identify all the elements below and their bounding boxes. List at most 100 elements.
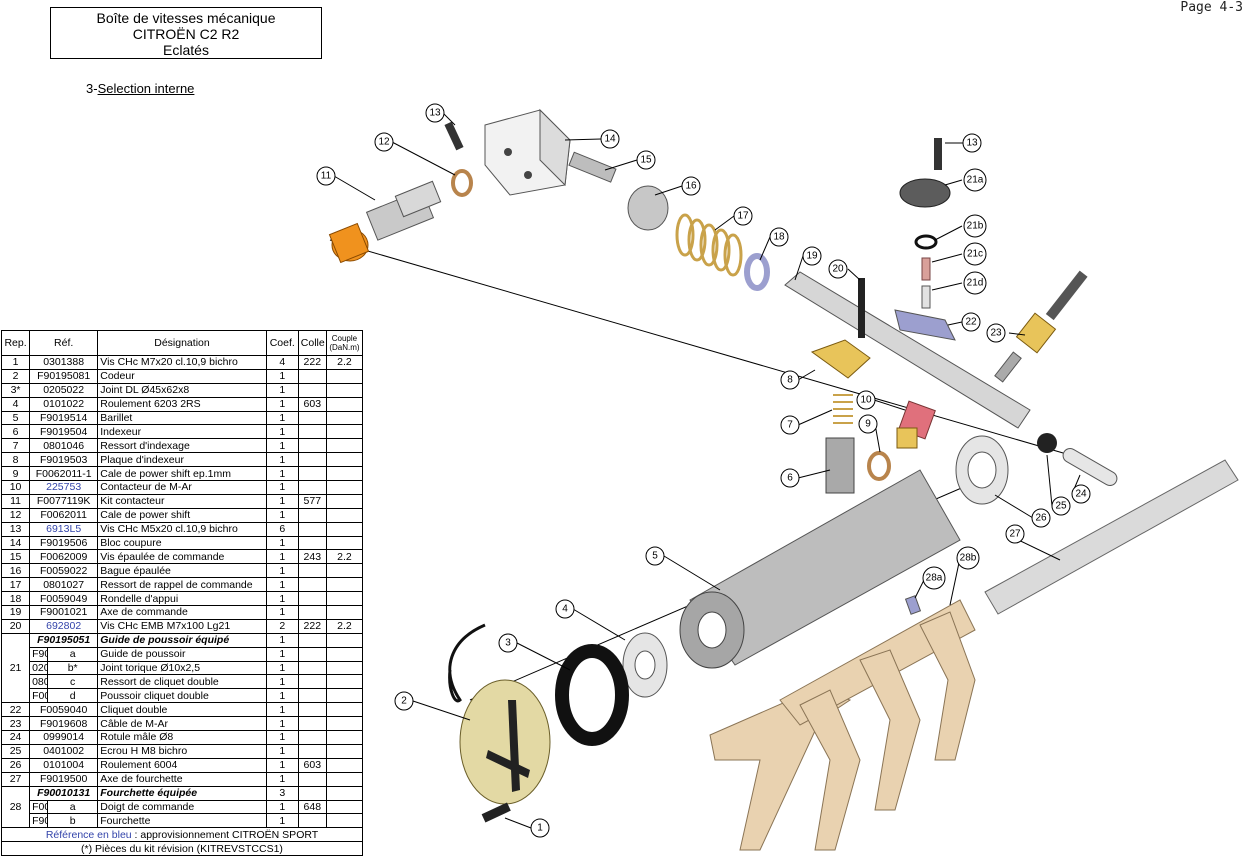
cell-coef: 1 [265,743,299,759]
cell-colle: 603 [297,396,327,412]
callout-23: 23 [990,328,1002,339]
cell-ref: F0077120 [29,799,49,815]
cell-colle: 222 [297,618,327,634]
section-heading: 3-Selection interne [86,81,194,96]
cell-designation: Cale de power shift [97,507,267,523]
header-rep: Rep. [0,330,31,356]
cell-couple [325,743,364,759]
cell-couple: 2.2 [325,355,364,370]
part-vis-m5-b [934,138,942,170]
part-doigt-commande [904,595,922,615]
cell-sub: d [47,688,99,704]
part-cable-m-ar [994,270,1088,383]
cell-ref: 0801046 [29,438,99,454]
cell-designation: Rondelle d'appui [97,591,267,607]
part-guide-poussoir [899,178,951,208]
part-barillet [679,469,961,669]
callout-6: 6 [787,473,793,484]
cell-couple [325,368,364,384]
cell-designation: Câble de M-Ar [97,716,267,732]
cell-designation: Ecrou H M8 bichro [97,743,267,759]
cell-colle [297,466,327,482]
cell-sub: b [47,813,99,829]
cell-coef: 4 [265,355,299,370]
part-ressort-rappel [675,213,743,277]
cell-ref: 0801027 [29,577,99,593]
title-line-3: Eclatés [163,42,209,58]
cell-rep: 9 [0,466,31,482]
cell-designation: Roulement 6004 [97,757,267,773]
cell-rep: 26 [0,757,31,773]
cell-colle [297,813,327,829]
cell-coef: 1 [265,646,299,662]
cell-coef: 1 [265,368,299,384]
cell-ref: F9019514 [29,410,99,426]
part-codeur [448,623,551,805]
callout-21a: 21a [967,175,984,186]
cell-coef: 1 [265,466,299,482]
cell-couple [325,688,364,704]
cell-colle [297,410,327,426]
part-cliquet-double [894,309,956,341]
cell-coef: 1 [265,535,299,551]
cell-couple [325,757,364,773]
cell-couple [325,382,364,398]
cell-designation: Bloc coupure [97,535,267,551]
title-line-2: CITROËN C2 R2 [132,26,240,42]
cell-couple [325,396,364,412]
callout-25: 25 [1055,501,1067,512]
callout-22: 22 [965,317,977,328]
cell-designation: Barillet [97,410,267,426]
part-bague-epaulee [627,185,669,231]
cell-colle [297,785,327,801]
cell-rep: 6 [0,424,31,440]
cell-colle [297,688,327,704]
cell-rep: 19 [0,605,31,620]
cell-ref: 692802 [29,618,99,634]
cell-ref: F0059022 [29,563,99,579]
cell-coef: 3 [265,785,299,801]
callout-2: 2 [401,696,407,707]
cell-coef: 6 [265,521,299,537]
cell-couple [325,452,364,468]
cell-coef: 1 [265,396,299,412]
cell-coef: 1 [265,507,299,523]
cell-colle [297,702,327,718]
cell-ref: F9019500 [29,771,99,787]
callout-14: 14 [604,134,616,145]
part-ecrou-m8 [1037,433,1057,453]
cell-designation: Ressort de cliquet double [97,674,267,690]
callout-1: 1 [537,823,543,834]
cell-ref: F0062011-1 [29,466,99,482]
cell-rep: 16 [0,563,31,579]
cell-designation: Codeur [97,368,267,384]
cell-colle [297,730,327,745]
cell-designation: Contacteur de M-Ar [97,480,267,495]
cell-rep: 8 [0,452,31,468]
parts-table: Rep. Réf. Désignation Coef. Colle Couple… [0,330,364,856]
cell-colle [297,577,327,593]
cell-couple: 2.2 [325,549,364,565]
cell-coef: 1 [265,757,299,773]
note-kit: (*) Pièces du kit révision (KITREVSTCCS1… [1,841,363,856]
cell-rep: 22 [0,702,31,718]
cell-ref: F0059040 [29,702,99,718]
cell-coef: 1 [265,452,299,468]
cell-ref: F90195081 [29,368,99,384]
cell-colle [297,452,327,468]
cell-couple [325,507,364,523]
part-plaque-indexeur [810,339,871,379]
header-ref: Réf. [29,330,99,356]
header-designation: Désignation [97,330,267,356]
cell-designation: Ressort d'indexage [97,438,267,454]
